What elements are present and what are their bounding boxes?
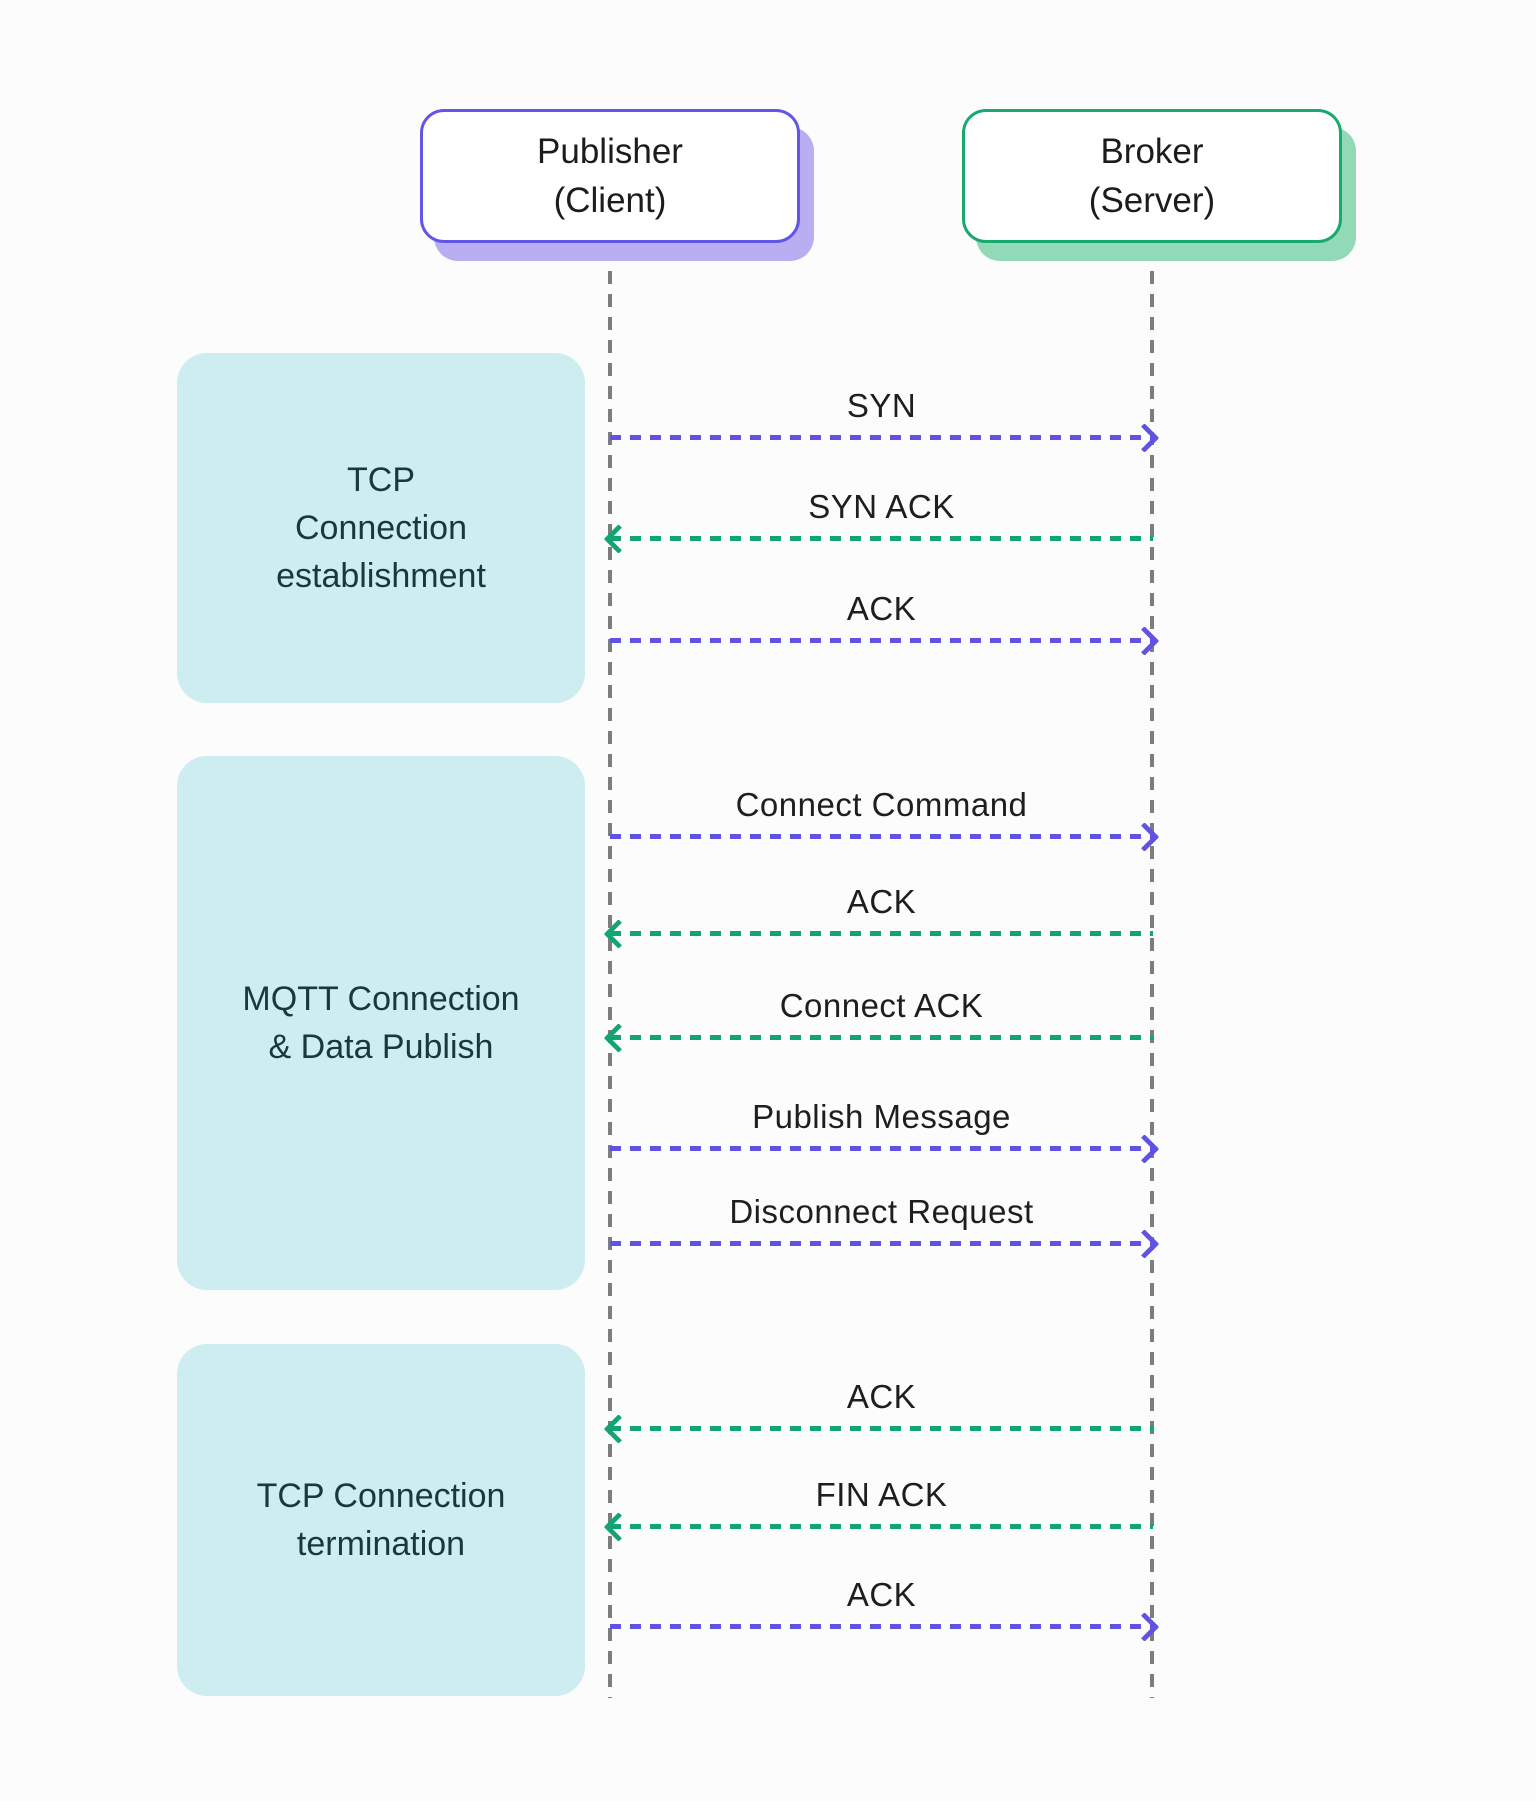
dashed-arrow-line — [610, 1624, 1153, 1629]
message-syn-ack: SYN ACK — [603, 488, 1153, 554]
message-ack-2: ACK — [603, 883, 1153, 949]
message-label: SYN ACK — [808, 488, 955, 525]
arrowhead-right-icon — [1129, 422, 1160, 453]
phase-label-line: Connection — [294, 509, 467, 547]
message-label: Disconnect Request — [729, 1193, 1034, 1230]
message-ack-4: ACK — [610, 1576, 1160, 1642]
dashed-arrow-line — [610, 435, 1153, 440]
dashed-arrow-line — [610, 536, 1153, 541]
dashed-arrow-line — [610, 1146, 1153, 1151]
message-label: ACK — [846, 883, 917, 920]
message-syn: SYN — [610, 387, 1160, 453]
dashed-arrow-line — [610, 931, 1153, 936]
dashed-arrow-line — [610, 1426, 1153, 1431]
phase-label-line: & Data Publish — [268, 1028, 494, 1066]
message-disconnect-request: Disconnect Request — [610, 1193, 1160, 1259]
message-label: Connect Command — [735, 786, 1028, 823]
phase-mqtt-publish: MQTT Connection & Data Publish — [177, 756, 585, 1290]
message-label: ACK — [846, 590, 917, 627]
phase-tcp-establishment: TCP Connection establishment — [177, 353, 585, 703]
message-label: FIN ACK — [815, 1476, 948, 1513]
message-connect-ack: Connect ACK — [603, 987, 1153, 1053]
arrowhead-right-icon — [1129, 625, 1160, 656]
phase-label-line: TCP — [347, 461, 415, 499]
phase-label-line: MQTT Connection — [242, 980, 520, 1018]
phase-label-line: establishment — [276, 557, 486, 595]
arrowhead-right-icon — [1129, 1611, 1160, 1642]
lifeline-broker — [1150, 248, 1154, 1698]
message-fin-ack: FIN ACK — [603, 1476, 1153, 1542]
message-label: ACK — [846, 1576, 917, 1613]
dashed-arrow-line — [610, 638, 1153, 643]
dashed-arrow-line — [610, 1524, 1153, 1529]
dashed-arrow-line — [610, 1241, 1153, 1246]
phase-label-line: termination — [296, 1525, 466, 1563]
dashed-arrow-line — [610, 1035, 1153, 1040]
phase-tcp-termination: TCP Connection termination — [177, 1344, 585, 1696]
arrowhead-right-icon — [1129, 1228, 1160, 1259]
actor-broker: Broker (Server) — [962, 109, 1342, 243]
message-label: ACK — [846, 1378, 917, 1415]
message-label: Publish Message — [752, 1098, 1011, 1135]
message-connect-command: Connect Command — [610, 786, 1160, 852]
actor-broker-name: Broker — [1100, 132, 1204, 171]
message-publish-message: Publish Message — [610, 1098, 1160, 1164]
dashed-arrow-line — [610, 834, 1153, 839]
arrowhead-right-icon — [1129, 1133, 1160, 1164]
message-ack-3: ACK — [603, 1378, 1153, 1444]
message-label: Connect ACK — [779, 987, 984, 1024]
actor-broker-role: (Server) — [1088, 181, 1216, 220]
actor-publisher-name: Publisher — [537, 132, 683, 171]
lifeline-publisher — [608, 248, 612, 1698]
message-label: SYN — [846, 387, 917, 424]
phase-label-line: TCP Connection — [256, 1477, 506, 1515]
actor-publisher: Publisher (Client) — [420, 109, 800, 243]
actor-publisher-role: (Client) — [553, 181, 667, 220]
arrowhead-right-icon — [1129, 821, 1160, 852]
message-ack-1: ACK — [610, 590, 1160, 656]
